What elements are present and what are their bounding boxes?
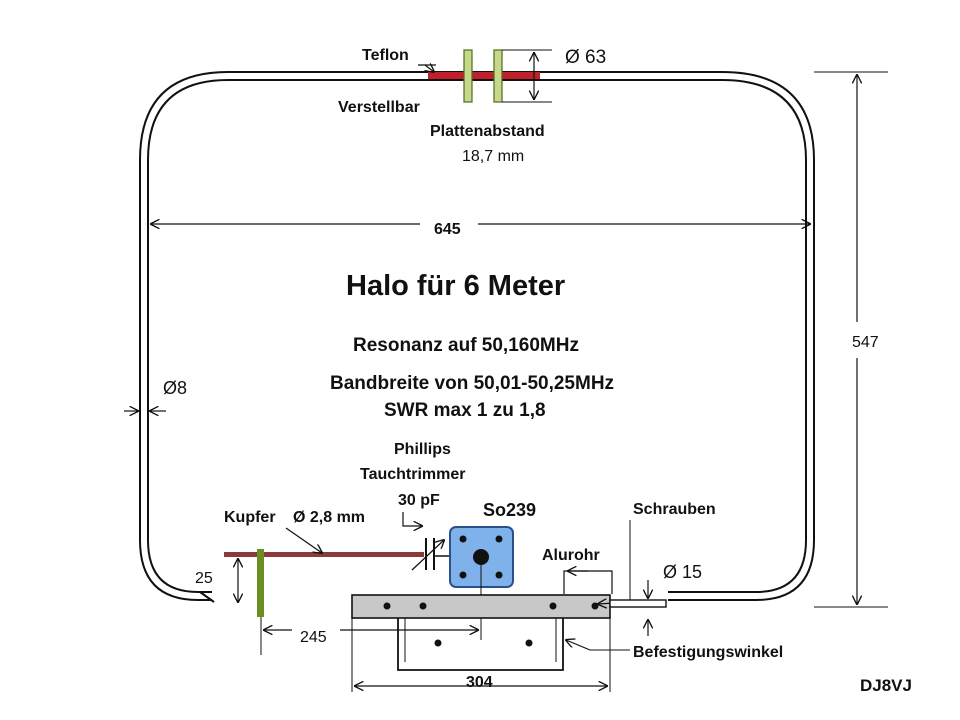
so239-hole-bl [459, 571, 467, 579]
adjustable-label: Verstellbar [338, 99, 420, 116]
height-547-label: 547 [852, 334, 879, 351]
alu-bar-hole-2 [419, 602, 427, 610]
so239-hole-tl [459, 535, 467, 543]
so239-hole-br [495, 571, 503, 579]
alu-mount-bar [351, 594, 611, 619]
so239-label: So239 [483, 500, 536, 520]
teflon-arrow [425, 65, 434, 72]
author-callsign: DJ8VJ [860, 676, 912, 695]
mount-bracket [397, 618, 564, 671]
trimmer-type-label: Tauchtrimmer [360, 466, 466, 483]
copper-wire [224, 552, 424, 557]
alu-tube-label: Alurohr [542, 547, 600, 564]
alu-tube-bracket [563, 570, 613, 594]
spec-bandwidth: Bandbreite von 50,01-50,25MHz [330, 373, 614, 394]
gamma-tap-bar [257, 549, 264, 617]
width-645-label: 645 [434, 221, 461, 238]
halo-loop-inner [147, 79, 807, 593]
teflon-rod [428, 72, 540, 79]
spec-resonance: Resonanz auf 50,160MHz [353, 335, 579, 356]
dim-245-label: 245 [300, 629, 327, 646]
bracket-leader-head [566, 640, 591, 651]
diameter-15-label: Ø 15 [663, 562, 702, 582]
diagram-title: Halo für 6 Meter [346, 270, 565, 302]
loop-gap-end [199, 591, 215, 603]
diameter-8-label: Ø8 [163, 378, 187, 398]
trimmer-brand-label: Phillips [394, 441, 451, 458]
dim-25-label: 25 [195, 570, 213, 587]
screws-label: Schrauben [633, 501, 716, 518]
capacitor-plate-left [463, 49, 473, 103]
alu-bar-hole-3 [549, 602, 557, 610]
alu-bar-hole-4 [591, 602, 599, 610]
spec-swr: SWR max 1 zu 1,8 [384, 400, 546, 421]
plate-gap-label: Plattenabstand [430, 123, 545, 140]
dim-304-label: 304 [466, 674, 493, 691]
mount-bracket-label: Befestigungswinkel [633, 644, 783, 661]
bracket-hole-2 [525, 639, 533, 647]
alu-tube-end [609, 599, 667, 608]
trimmer-adjust-arrow [411, 540, 444, 571]
teflon-label: Teflon [362, 47, 409, 64]
copper-label: Kupfer [224, 509, 276, 526]
diameter-63-label: Ø 63 [565, 47, 606, 68]
trimmer-pointer [402, 512, 422, 526]
alu-bar-hole-1 [383, 602, 391, 610]
trimmer-value-label: 30 pF [398, 492, 440, 509]
capacitor-plate-right [493, 49, 503, 103]
copper-arrow [285, 527, 322, 553]
so239-hole-tr [495, 535, 503, 543]
plate-gap-value: 18,7 mm [462, 148, 524, 165]
copper-diameter-label: Ø 2,8 mm [293, 509, 365, 526]
bracket-hole-1 [434, 639, 442, 647]
